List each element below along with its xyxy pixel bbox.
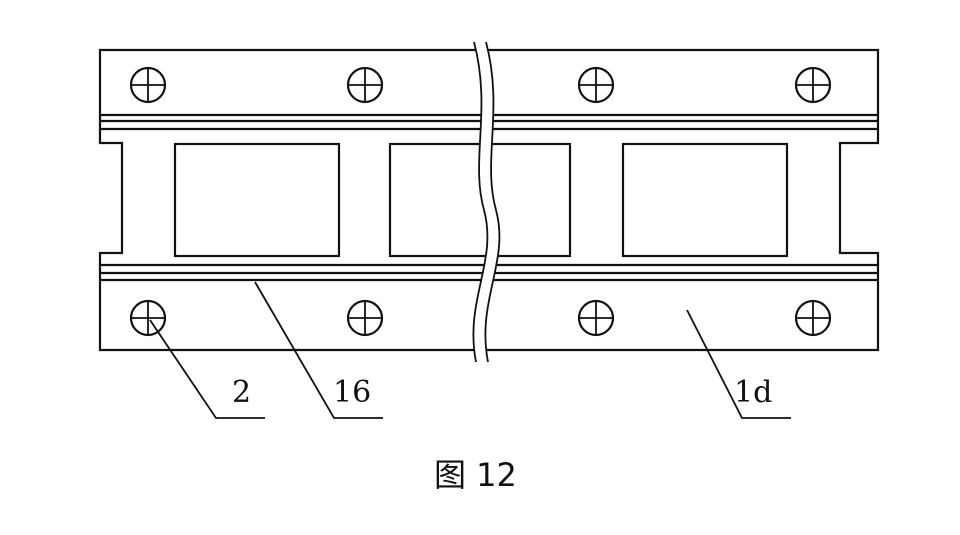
opening-1 <box>173 142 341 258</box>
bolt-hole <box>346 66 384 104</box>
bolt-hole <box>577 66 615 104</box>
bolt-hole <box>577 299 615 337</box>
leader-plate <box>686 309 791 419</box>
bolt-hole <box>794 299 832 337</box>
bolt-hole <box>346 299 384 337</box>
middle-web <box>98 129 880 265</box>
label-plate: 1d <box>734 375 772 410</box>
label-bolt: 2 <box>232 375 251 410</box>
leader-bolt <box>149 319 265 419</box>
bolt-hole <box>129 299 167 337</box>
bolt-hole <box>794 66 832 104</box>
leader-lines <box>149 281 791 419</box>
break-lines <box>472 41 501 363</box>
opening-3 <box>621 142 789 258</box>
leader-strip <box>254 281 383 419</box>
bolt-holes <box>129 66 832 337</box>
figure-caption: 图 12 <box>434 456 517 494</box>
bolt-hole <box>129 66 167 104</box>
label-strip: 16 <box>333 375 371 410</box>
